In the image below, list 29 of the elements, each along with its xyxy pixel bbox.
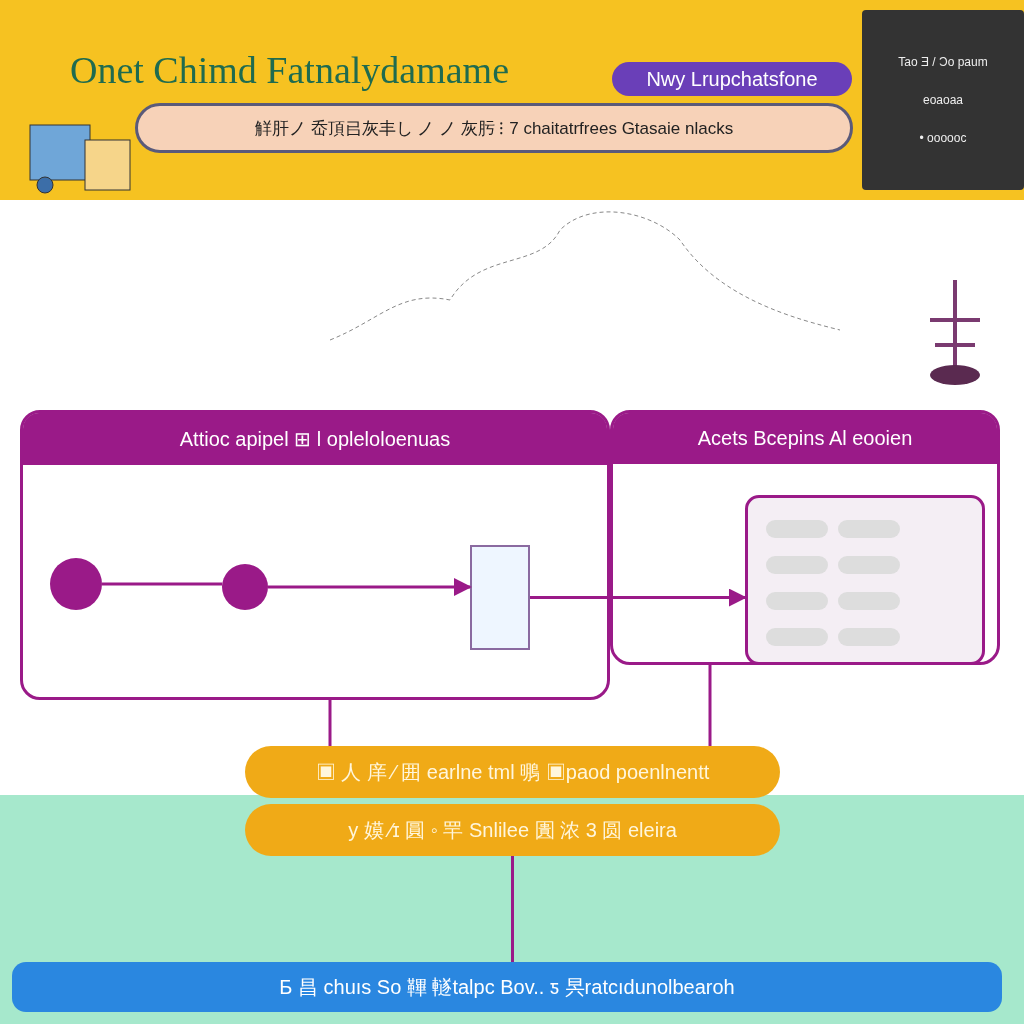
junction-circle [222, 564, 268, 610]
connector [268, 578, 472, 596]
footer-bar [12, 962, 1002, 1012]
node-text: 觧肝ノ 岙頂㠯灰丰し ノ ノ 灰肟 ⁝ 7 chaitatrfrees Gtasaie nlacks [254, 118, 734, 140]
connector [328, 700, 332, 746]
node-text: Б 昌 chuıs So 鞸 䡵talpc Bov.. ƽ 昗ratcıdunolbearoh [279, 974, 735, 1000]
node-text: Tao Ǝ / Ɔo paum [898, 55, 988, 69]
tag-pill [612, 62, 852, 96]
section-panel [610, 410, 1000, 665]
node-text: y 嫫 ⁄ɪ 圓 ◦ 䍐 Snlilee 圚 浓 3 圆 eleira [348, 817, 677, 843]
node-text: Nwy Lrupchatsfone [646, 67, 818, 91]
subtitle-banner [135, 103, 853, 153]
step-pill [245, 804, 780, 856]
section-panel [20, 410, 610, 700]
connector [511, 856, 514, 962]
document-stack-drawing [470, 545, 530, 650]
junction-circle [50, 558, 102, 610]
connector [708, 665, 712, 746]
diagram-title: Onet Chimd Fatnalydamame [70, 48, 511, 93]
grid-panel [745, 495, 985, 665]
panel-header: Attioc apipel ⊞ l opleloloenuas [23, 413, 607, 465]
node-text: ▣ 人 庠 ⁄ 囲 earlne tml 䳟 ▣paod poenlnentt [315, 759, 710, 785]
panel-header: Acets Bcepins Al eooien [613, 413, 997, 464]
connector [530, 588, 747, 607]
connector [102, 582, 222, 586]
dark-panel [862, 10, 1024, 190]
node-text: • oooooc [919, 131, 967, 145]
node-text: eoaoaa [922, 93, 963, 107]
step-pill [245, 746, 780, 798]
